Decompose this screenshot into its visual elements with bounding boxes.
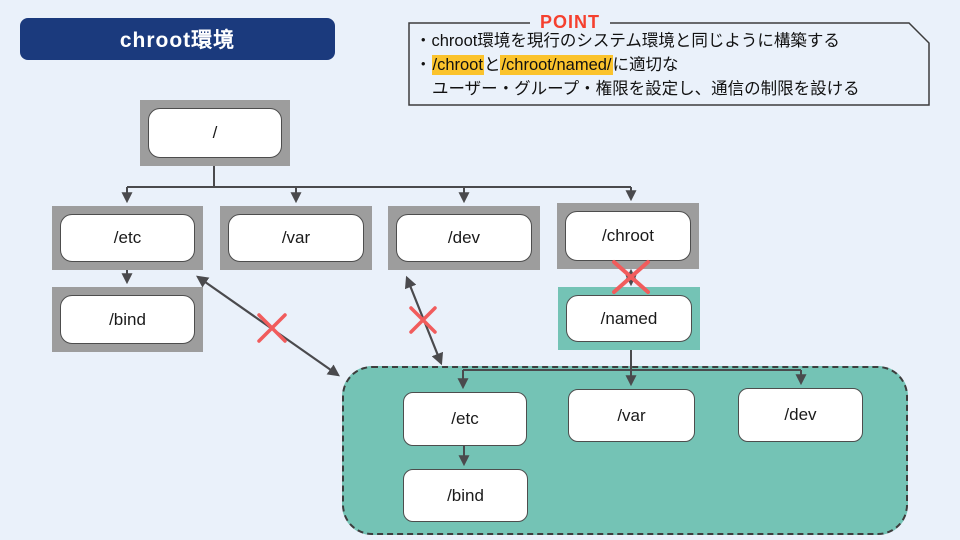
node-named-label: /named [566, 295, 692, 342]
node-chroot: /chroot [557, 203, 699, 269]
etc-container-bidirectional-arrow [196, 275, 340, 377]
node-root-label: / [148, 108, 282, 158]
line2-tail: に適切な [612, 56, 679, 74]
node-named: /named [558, 287, 700, 350]
connector-text: と [483, 56, 501, 74]
node-var: /var [220, 206, 372, 270]
dev-container-bidirectional-arrow [404, 275, 444, 366]
point-box-border [408, 22, 930, 106]
chroot-node-bind-label: /bind [447, 485, 484, 505]
chroot-node-etc-label: /etc [451, 409, 479, 428]
node-dev: /dev [388, 206, 540, 270]
chroot-node-etc: /etc [403, 392, 527, 446]
node-etc: /etc [52, 206, 203, 270]
node-chroot-label: /chroot [565, 211, 691, 261]
page-title: chroot環境 [119, 29, 236, 52]
blocked-x-icon [409, 306, 437, 334]
chroot-node-dev: /dev [738, 388, 863, 442]
root-branch-connector [121, 166, 637, 204]
node-etc-label: /etc [60, 214, 195, 262]
node-dev-label: /dev [396, 214, 532, 262]
highlighted-path-chroot-named: /chroot/named/ [500, 55, 613, 75]
point-callout: POINT ・chroot環境を現行のシステム環境と同じように構築する ・/ch… [408, 10, 930, 106]
node-var-label: /var [228, 214, 364, 262]
node-bind: /bind [52, 287, 203, 352]
chroot-node-var-label: /var [617, 405, 646, 425]
chroot-node-dev-label: /dev [784, 405, 817, 424]
node-root: / [140, 100, 290, 166]
highlighted-path-chroot: /chroot [431, 55, 484, 75]
point-line-1: ・chroot環境を現行のシステム環境と同じように構築する [415, 32, 840, 50]
point-heading: POINT [530, 10, 611, 34]
blocked-x-icon [257, 313, 287, 343]
point-text: ・chroot環境を現行のシステム環境と同じように構築する ・/chrootと/… [415, 29, 926, 101]
point-line-3: ユーザー・グループ・権限を設定し、通信の制限を設ける [432, 80, 860, 98]
point-line-2: ・/chrootと/chroot/named/に適切な [415, 53, 926, 77]
chroot-node-var: /var [568, 389, 695, 442]
title-banner: chroot環境 [20, 18, 335, 60]
bullet: ・ [415, 56, 432, 74]
node-bind-label: /bind [60, 295, 195, 344]
chroot-node-bind: /bind [403, 469, 528, 522]
